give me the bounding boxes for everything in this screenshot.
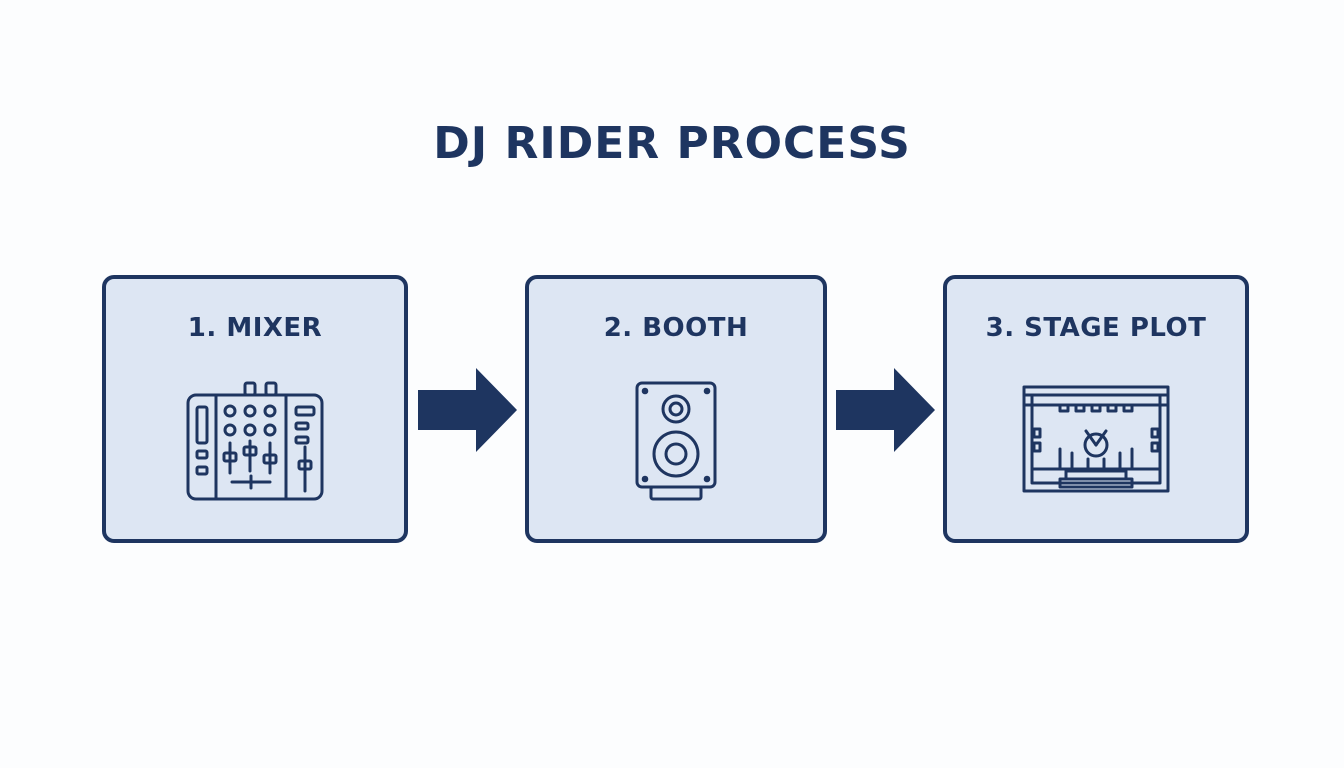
step-label-stage-plot: 3. STAGE PLOT bbox=[985, 313, 1207, 343]
arrow-right-icon bbox=[418, 368, 517, 452]
step-label-mixer: 1. MIXER bbox=[187, 313, 323, 343]
step-card-booth: 2. BOOTH bbox=[525, 275, 827, 543]
arrow-right-icon bbox=[836, 368, 935, 452]
diagram-title: DJ RIDER PROCESS bbox=[433, 118, 911, 169]
step-label-booth: 2. BOOTH bbox=[603, 313, 749, 343]
speaker-icon bbox=[635, 381, 717, 501]
step-card-mixer: 1. MIXER bbox=[102, 275, 408, 543]
step-card-stage-plot: 3. STAGE PLOT bbox=[943, 275, 1249, 543]
stage-plot-icon bbox=[1022, 385, 1170, 493]
mixer-icon bbox=[186, 381, 324, 501]
